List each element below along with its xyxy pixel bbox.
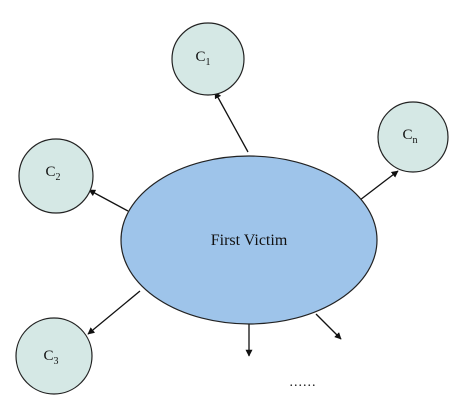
arrow-to-cn [359,170,399,201]
node-cn: Cn [377,101,449,173]
node-c1-main: C [195,49,205,65]
node-c3: C3 [15,317,93,395]
node-c3-label: C3 [43,348,58,367]
node-c3-sub: 3 [54,356,59,367]
node-cn-circle [377,101,449,173]
node-c2-circle [18,138,94,214]
center-node: First Victim [120,155,378,325]
center-ellipse [120,155,378,325]
node-c3-circle [15,317,93,395]
node-cn-sub: n [413,135,418,146]
arrow-to-c1 [214,91,249,153]
node-c1: C1 [171,22,245,96]
node-c3-main: C [43,348,53,364]
more-nodes-ellipsis: ...... [290,375,317,390]
node-c1-circle [171,22,245,96]
center-label: First Victim [211,232,288,249]
node-c2-sub: 2 [56,172,61,183]
node-c1-label: C1 [195,49,210,68]
node-c2-label: C2 [45,164,60,183]
edges [87,91,399,357]
node-c1-sub: 1 [206,57,211,68]
node-cn-main: C [402,127,412,143]
arrow-to-c3 [87,290,141,335]
node-c2: C2 [18,138,94,214]
node-c2-main: C [45,164,55,180]
arrow-to-c2 [88,189,129,212]
node-cn-label: Cn [402,127,417,146]
arrow-down-right [315,313,342,340]
